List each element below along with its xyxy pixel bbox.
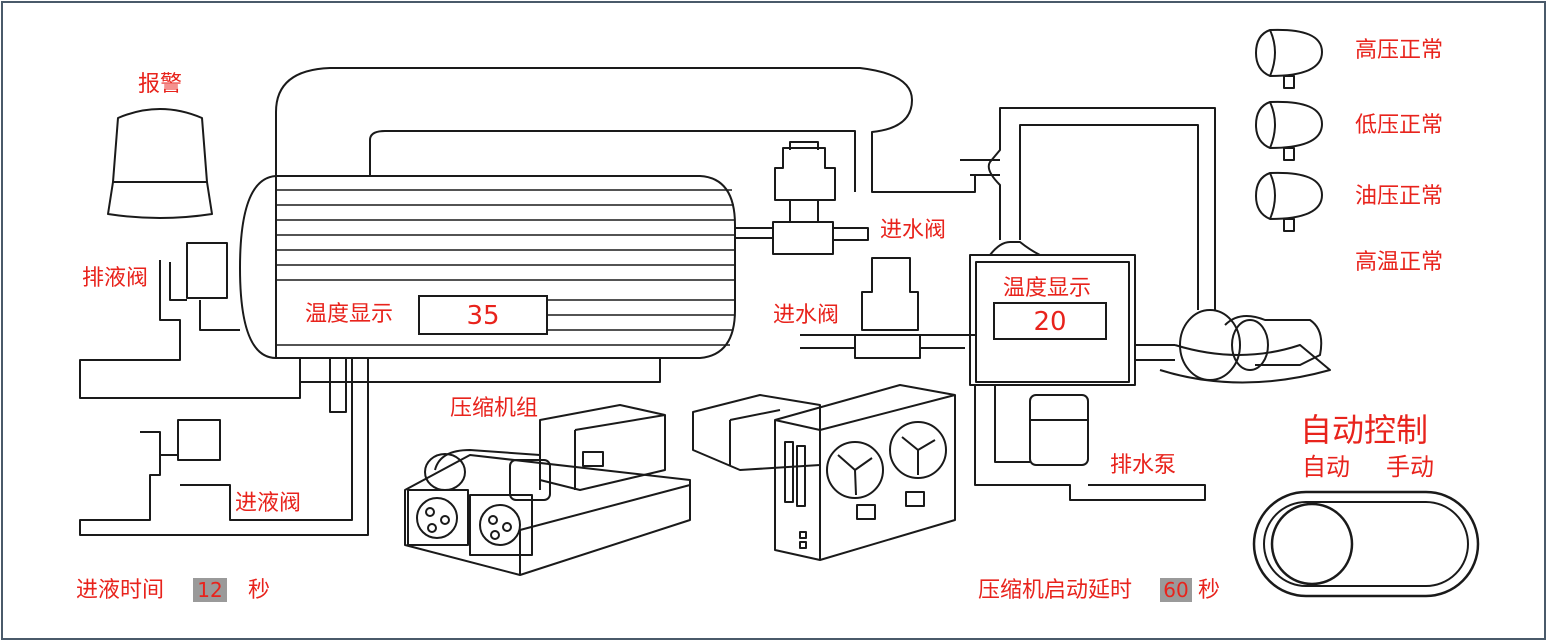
low-pressure-status: 低压正常 [1355, 113, 1444, 138]
water-inlet-valve-mid-icon [800, 257, 975, 359]
compressor-unit-icon [404, 404, 691, 576]
inlet-time-unit: 秒 [248, 578, 271, 603]
compressor-delay-value[interactable]: 60 [1160, 578, 1192, 602]
manual-mode-label: 手动 [1386, 453, 1434, 481]
compressor-group-label: 压缩机组 [450, 396, 539, 421]
water-tank [969, 241, 1136, 386]
auto-mode-label: 自动 [1302, 453, 1350, 481]
alarm-label: 报警 [138, 72, 183, 97]
toggle-knob[interactable] [1270, 502, 1354, 586]
high-pressure-lamp-icon [1255, 28, 1323, 89]
chiller-unit-icon [692, 384, 956, 561]
drain-pump-icon [974, 385, 1206, 501]
drain-valve-label: 排液阀 [82, 266, 149, 291]
high-pressure-status: 高压正常 [1355, 38, 1444, 63]
inlet-liquid-valve-label: 进液阀 [235, 491, 302, 516]
inlet-liquid-piping [79, 357, 369, 536]
oil-pressure-lamp-icon [1255, 171, 1323, 232]
tank-temp-label: 温度显示 [1003, 276, 1092, 301]
condenser-temp-label: 温度显示 [305, 302, 394, 327]
compressor-delay-unit: 秒 [1198, 578, 1221, 603]
auto-manual-toggle-switch[interactable] [1252, 490, 1480, 600]
compressor-delay-label: 压缩机启动延时 [978, 578, 1133, 603]
auto-control-title: 自动控制 [1300, 411, 1429, 449]
high-temperature-status: 高温正常 [1355, 250, 1444, 275]
drain-pump-label: 排水泵 [1110, 453, 1177, 478]
drain-valve-piping [79, 242, 301, 399]
oil-pressure-status: 油压正常 [1355, 184, 1444, 209]
water-inlet-valve-mid-label: 进水阀 [773, 303, 840, 328]
pump-supply-pipe [960, 107, 1216, 310]
condenser-top-pipe [275, 67, 976, 193]
water-inlet-valve-top-label: 进水阀 [880, 218, 947, 243]
tank-temp-display: 20 [993, 302, 1107, 340]
circulation-pump-icon [1135, 309, 1331, 384]
condenser-shell [239, 175, 736, 413]
inlet-time-label: 进液时间 [76, 578, 165, 603]
condenser-temp-display: 35 [418, 295, 548, 335]
low-pressure-lamp-icon [1255, 100, 1323, 161]
inlet-time-value[interactable]: 12 [193, 578, 227, 602]
water-inlet-valve-top-icon [735, 141, 869, 255]
alarm-beacon-icon [107, 108, 213, 219]
